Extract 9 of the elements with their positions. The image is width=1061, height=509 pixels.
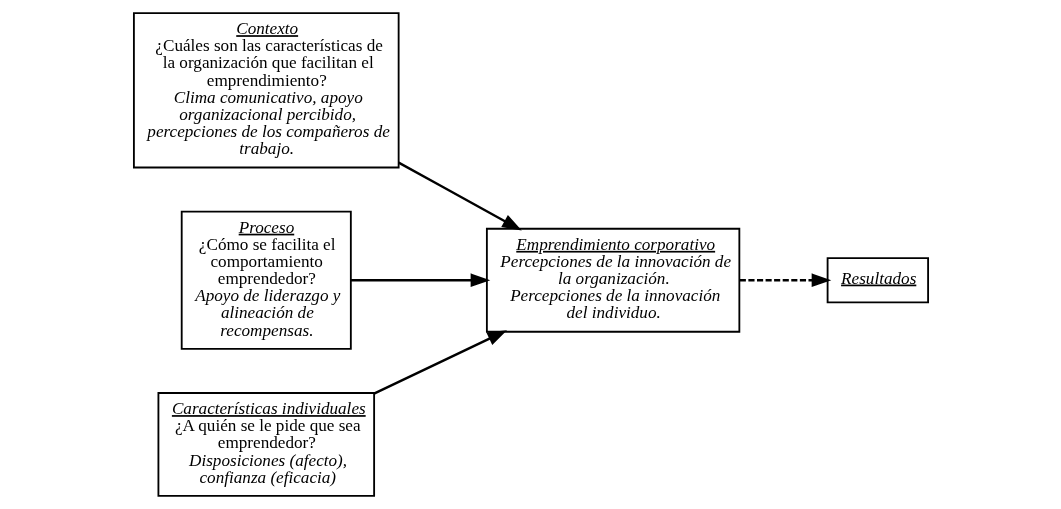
node-box: Emprendimiento corporativo Percepciones de la innovación de la organización. Percepciones de la innovación del individuo. — [485, 227, 740, 333]
node-box: Proceso ¿Cómo se facilita el comportamiento emprendedor? Apoyo de liderazgo y alineación de recompensas. — [180, 210, 352, 350]
arrow — [350, 273, 490, 288]
arrow — [397, 161, 522, 231]
arrow — [373, 330, 507, 395]
arrow — [739, 273, 831, 288]
node-box: Características individuales ¿A quién se le pide que sea emprendedor? Disposiciones (afecto), confianza (eficacia) — [157, 392, 375, 497]
node-box: Contexto ¿Cuáles son las características de la organización que facilitan el emprendimiento? Clima comunicativo, apoyo organizacional percibido, percepciones de los compañeros de trabajo. — [132, 12, 400, 169]
node-box: Resultados — [826, 257, 929, 304]
